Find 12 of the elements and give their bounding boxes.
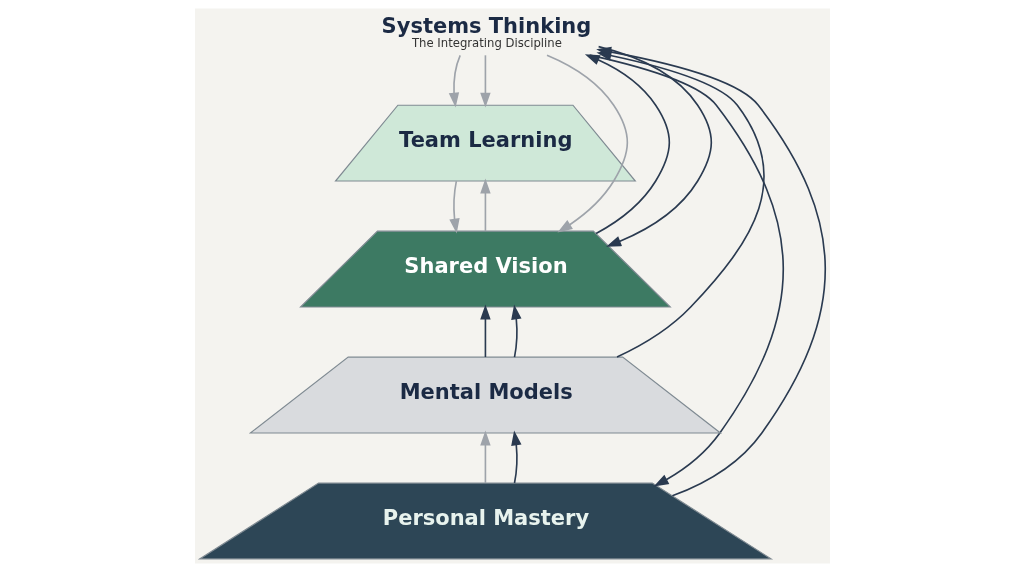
arrow [479,54,491,108]
arrow [479,178,491,232]
arrow [479,304,491,358]
arrow [479,430,491,484]
arrow [510,430,521,484]
node-text: Systems Thinking The Integrating Discipline [381,14,591,50]
arrow [448,54,461,108]
arrow [584,54,670,235]
arrow [448,180,460,234]
arrow [588,54,784,487]
arrow [510,304,521,358]
arrow [545,54,628,233]
